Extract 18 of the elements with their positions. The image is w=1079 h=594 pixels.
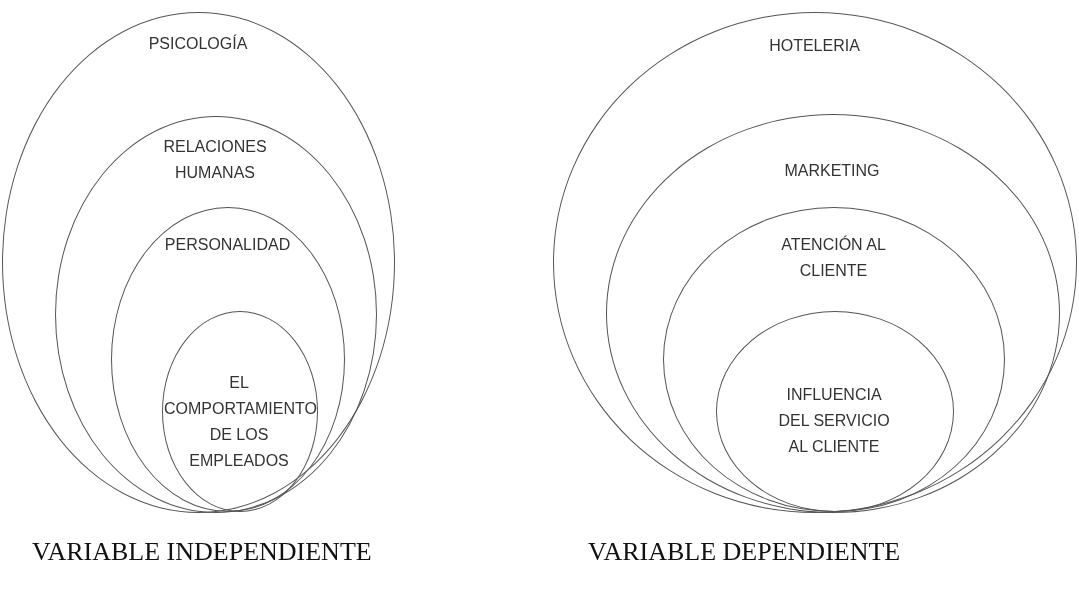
circle-label: PSICOLOGÍA <box>147 33 249 54</box>
circle-label: PERSONALIDAD <box>163 235 292 255</box>
circle <box>2 12 395 513</box>
variable-caption: VARIABLE DEPENDIENTE <box>588 537 901 567</box>
circle-label: ATENCIÓN AL CLIENTE <box>780 234 887 281</box>
circle-label: EL COMPORTAMIENTO DE LOS EMPLEADOS <box>164 372 314 471</box>
circle-label: RELACIONES HUMANAS <box>162 136 268 183</box>
circle <box>715 310 954 512</box>
circle-label: MARKETING <box>783 160 881 181</box>
variable-caption: VARIABLE INDEPENDIENTE <box>32 537 372 567</box>
circle-label: HOTELERIA <box>768 36 861 56</box>
circle <box>161 310 318 512</box>
circle <box>54 115 377 513</box>
circle <box>605 113 1060 513</box>
circle-label: INFLUENCIA DEL SERVICIO AL CLIENTE <box>777 384 891 457</box>
circle <box>111 207 345 512</box>
circle <box>553 12 1077 513</box>
circle <box>663 207 1005 512</box>
